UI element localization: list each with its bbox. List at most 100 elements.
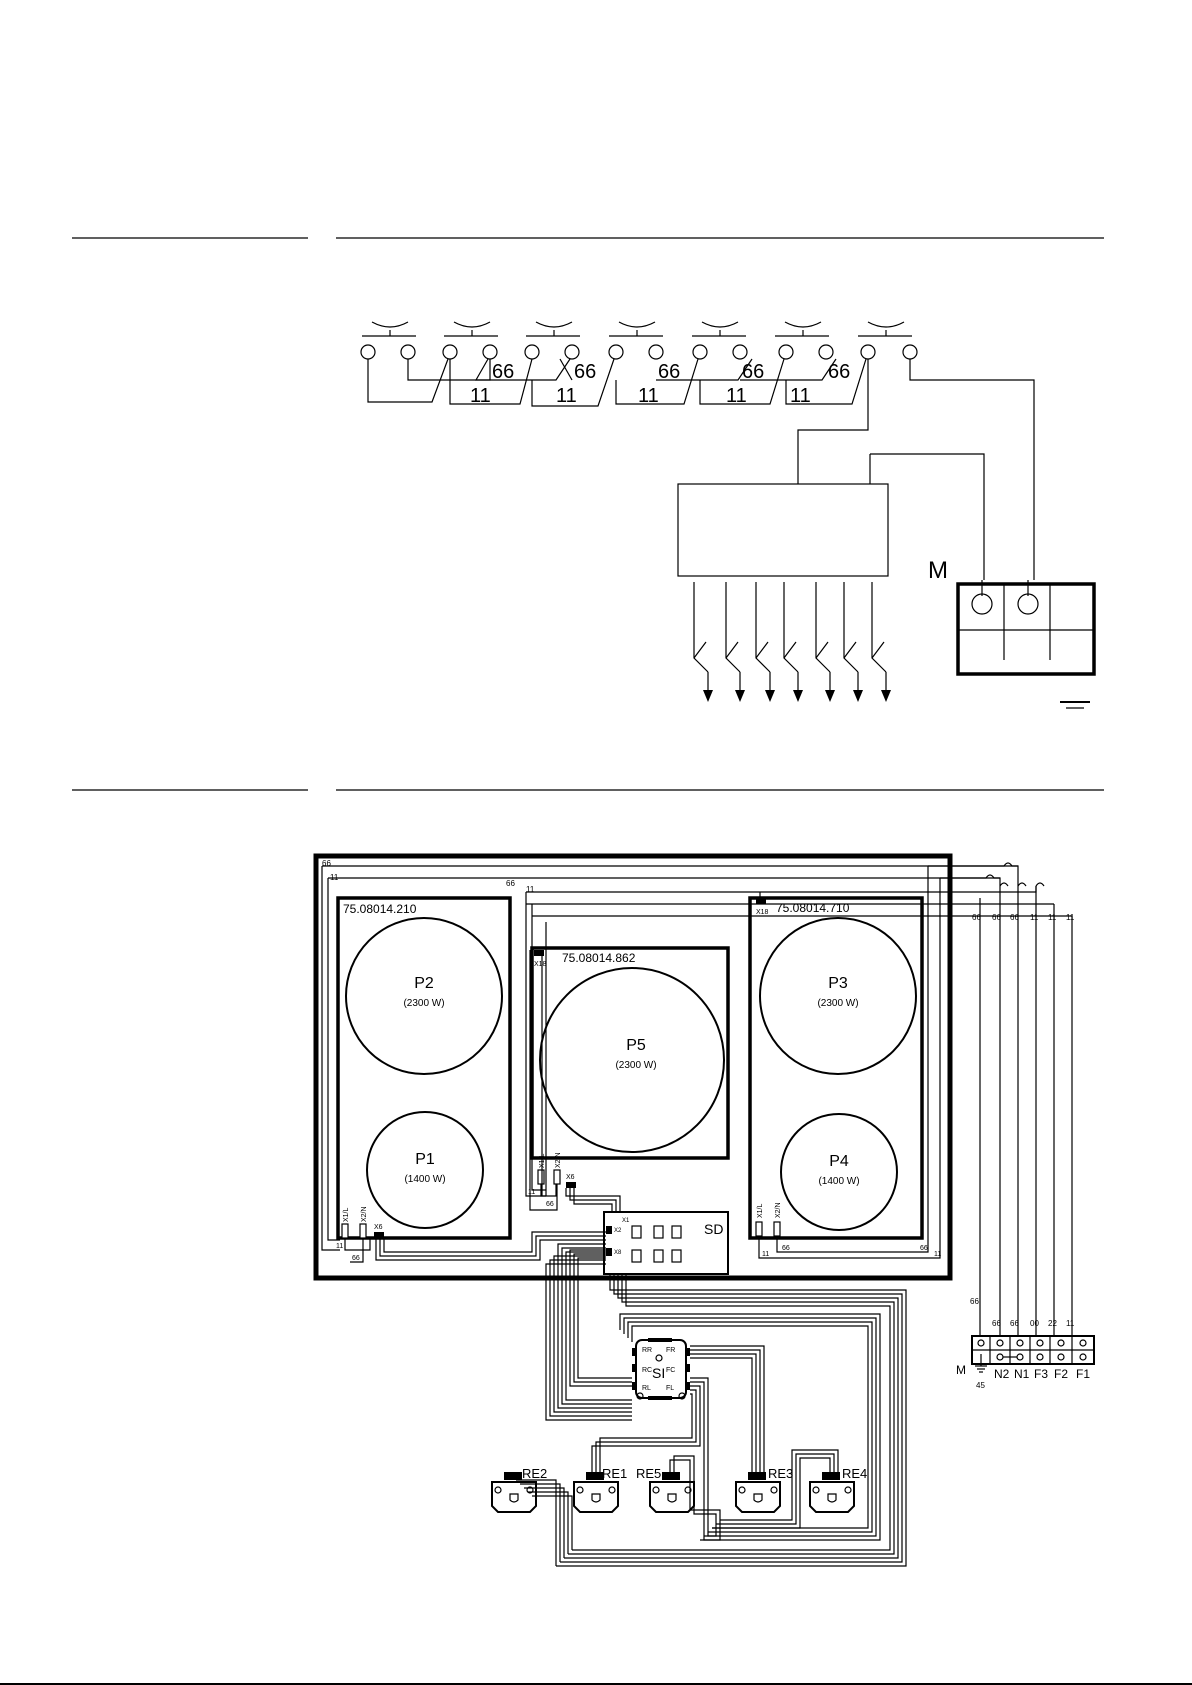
wire-code: 11 [934,1251,941,1258]
cooking-zone-p3 [759,917,917,1075]
temperature-sensors: RE2 RE1 RE5 RE3 [491,1466,867,1513]
wire-code: 66 [1010,1319,1019,1328]
wire-code: 11 [1066,913,1075,922]
mains-block-label: M [956,1363,966,1377]
connector-label: X1/L [343,1207,350,1222]
sensor-pin-label: FL [666,1385,674,1392]
bridge-label-66: 66 [658,361,680,383]
sensor-pin-label: RL [642,1385,651,1392]
wire-code: 66 [920,1245,928,1252]
zone-power: (2300 W) [615,1060,656,1071]
wire-code: 11 [762,1251,769,1258]
bridge-label-66: 66 [574,361,596,383]
display-board-label: SD [704,1221,723,1237]
wire-code: 11 [1048,913,1057,922]
control-module-box [677,483,889,577]
zone-name: P3 [828,975,848,992]
sensor-pin-label: FC [666,1367,675,1374]
terminal-circles [360,344,918,360]
earth-code: 45 [976,1381,985,1390]
supply-wires [928,862,1073,1337]
terminal-block [956,580,1096,676]
seven-segment-digits [631,1225,682,1263]
zone-name: P4 [829,1153,849,1170]
sensor-pin-label: FR [666,1347,675,1354]
wire-code: 11 [528,1189,535,1196]
terminal-block-label: M [928,557,948,584]
bridge-wires [367,358,1035,580]
section-rules [72,237,1104,791]
cooking-zone-p2 [345,917,503,1075]
contact-symbols [362,321,912,337]
bridge-label-11: 11 [556,385,577,407]
terminal-label: N1 [1014,1367,1030,1381]
cooktop-wiring: 66 11 66 11 75.08014.210 P2 (2300 W) P1 … [313,853,1095,1567]
left-heating-module: 75.08014.210 P2 (2300 W) P1 (1400 W) X1/… [336,896,512,1263]
sensor-pin-label: RR [642,1347,652,1354]
module-code: 75.08014.862 [562,951,636,965]
connector-label: X2/N [361,1206,368,1222]
heating-element-schematic: 66 66 66 66 66 11 11 11 11 11 M [360,321,1096,709]
zone-power: (1400 W) [818,1176,859,1187]
connector-label: X6 [566,1174,575,1181]
wire-code: 11 [330,873,339,882]
wire-code: 66 [352,1255,360,1262]
bridge-label-66: 66 [828,361,850,383]
wire-code: 66 [506,879,515,888]
wire-code: 66 [322,859,331,868]
wire-code: 66 [782,1245,790,1252]
bridge-label-11: 11 [726,385,747,407]
terminal-label: N2 [994,1367,1010,1381]
mains-terminal-block: 66 66 66 00 22 11 [956,1297,1095,1390]
display-board: SD X2 X8 X1 [603,1211,729,1275]
supply-wire-codes: 66 66 66 11 11 11 [972,913,1075,922]
frame-feed-wires [321,865,1072,1251]
wire-code: 66 [992,1319,1001,1328]
sensor-label: RE4 [842,1466,867,1481]
connector-label: X2/N [775,1202,782,1218]
connector-label: X18 [756,909,769,916]
sensor-re1: RE1 [573,1466,627,1513]
zone-name: P5 [626,1037,646,1054]
display-ribbon-cables [375,1188,621,1261]
connector-label: X1 [622,1218,630,1224]
cooking-zone-p1 [366,1111,484,1229]
wire-code: 11 [1030,913,1039,922]
connector-label: X2 [614,1228,622,1234]
sensor-board-label: SI [652,1365,665,1381]
wire-code: 66 [1010,913,1019,922]
earth-icon [975,1354,987,1373]
zone-name: P2 [414,975,434,992]
sensor-re3: RE3 [735,1466,793,1513]
sensor-label: RE2 [522,1466,547,1481]
module-code: 75.08014.210 [343,902,417,916]
terminal-label: F1 [1076,1367,1090,1381]
wire-code: 11 [526,885,535,894]
module-code: 75.08014.710 [776,901,850,915]
zone-power: (1400 W) [404,1174,445,1185]
connector-label: X18 [534,961,547,968]
connector-label: X6 [374,1224,383,1231]
ground-symbol [1060,701,1090,709]
bridge-label-11: 11 [638,385,659,407]
wire-code: 66 [970,1297,979,1306]
sensor-ribbon-cables [516,1243,907,1567]
terminal-label: F2 [1054,1367,1068,1381]
bridge-label-11: 11 [790,385,811,407]
cooking-zone-p5 [539,967,725,1153]
right-heating-module: 75.08014.710 X18 P3 (2300 W) P4 (1400 W)… [748,866,941,1259]
wire-code: 00 [1030,1319,1039,1328]
connector-label: X8 [614,1250,622,1256]
sensor-board: SI RR FR RC FC RL FL [632,1338,690,1400]
cooktop-frame [313,853,953,1281]
cooking-zone-p4 [780,1113,898,1231]
wire-code: 66 [972,913,981,922]
connector-label: X2/N [555,1152,562,1168]
bridge-label-66: 66 [742,361,764,383]
zone-name: P1 [415,1151,435,1168]
sensor-label: RE1 [602,1466,627,1481]
zone-power: (2300 W) [817,998,858,1009]
sensor-label: RE3 [768,1466,793,1481]
sensor-re5: RE5 [636,1466,695,1513]
